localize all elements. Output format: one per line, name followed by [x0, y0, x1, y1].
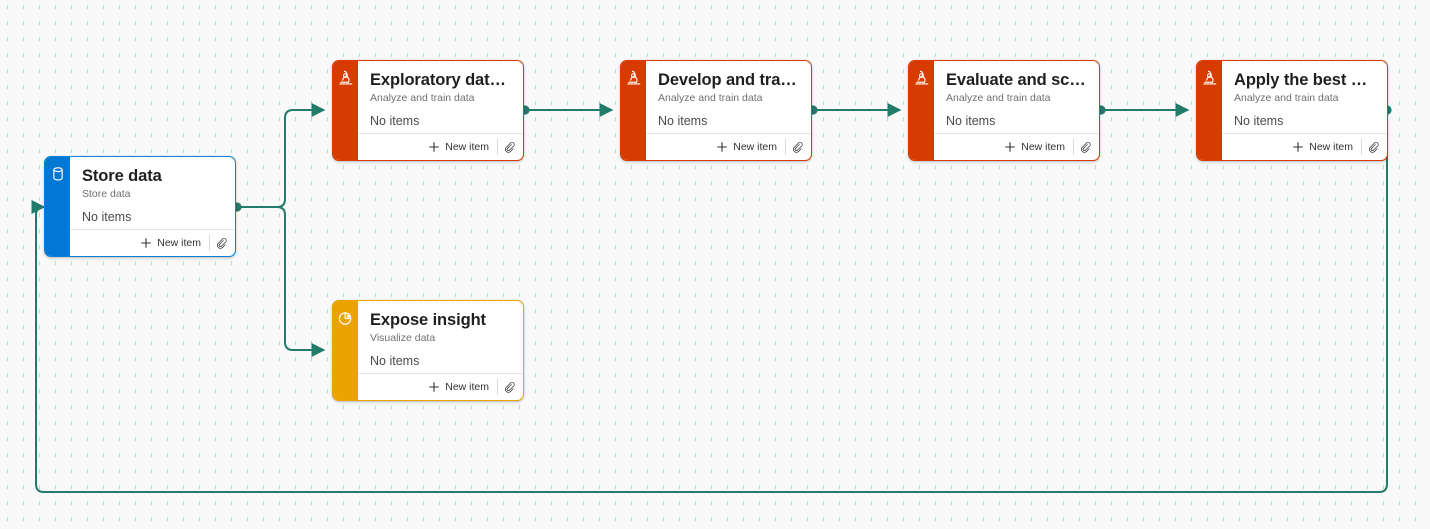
card-title: Store data [82, 167, 162, 185]
new-item-button[interactable]: New item [1286, 135, 1361, 159]
card-title: Develop and train ... [658, 71, 801, 89]
card-title: Apply the best mo... [1234, 71, 1377, 89]
paperclip-icon[interactable] [786, 135, 811, 159]
card-body: Apply the best mo... Analyze and train d… [1222, 61, 1387, 160]
plus-icon [140, 237, 152, 249]
new-item-button[interactable]: New item [710, 135, 785, 159]
paperclip-icon[interactable] [1074, 135, 1099, 159]
card-footer: New item [934, 133, 1099, 160]
card-footer: New item [358, 373, 523, 400]
paperclip-icon[interactable] [498, 135, 523, 159]
new-item-label: New item [445, 381, 489, 393]
database-icon [49, 165, 67, 183]
card-subtitle: Analyze and train data [370, 92, 475, 104]
card-accent-rail [621, 61, 646, 160]
plus-icon [1292, 141, 1304, 153]
footer-divider [209, 235, 210, 251]
card-footer: New item [646, 133, 811, 160]
node-card-develop-and-train[interactable]: Develop and train ... Analyze and train … [620, 60, 812, 161]
card-body: Store data Store data No items New item [70, 157, 235, 256]
card-accent-rail [1197, 61, 1222, 160]
card-accent-rail [333, 61, 358, 160]
new-item-button[interactable]: New item [998, 135, 1073, 159]
card-body: Develop and train ... Analyze and train … [646, 61, 811, 160]
new-item-label: New item [445, 141, 489, 153]
edge-store-to-exploratory [232, 103, 326, 212]
footer-divider [497, 139, 498, 155]
plus-icon [428, 141, 440, 153]
card-subtitle: Analyze and train data [946, 92, 1051, 104]
card-footer: New item [70, 229, 235, 256]
node-card-evaluate-and-score[interactable]: Evaluate and score... Analyze and train … [908, 60, 1100, 161]
card-subtitle: Analyze and train data [658, 92, 763, 104]
card-footer: New item [1222, 133, 1387, 160]
footer-divider [1073, 139, 1074, 155]
microscope-icon [1201, 69, 1219, 87]
paperclip-icon[interactable] [210, 231, 235, 255]
card-accent-rail [333, 301, 358, 400]
microscope-icon [913, 69, 931, 87]
edge-evaluate-to-apply [1096, 103, 1190, 117]
plus-icon [716, 141, 728, 153]
card-accent-rail [909, 61, 934, 160]
footer-divider [1361, 139, 1362, 155]
paperclip-icon[interactable] [498, 375, 523, 399]
footer-divider [785, 139, 786, 155]
plus-icon [1004, 141, 1016, 153]
edge-apply-to-store [31, 105, 1392, 493]
card-title: Expose insight [370, 311, 486, 329]
edge-exploratory-to-develop [520, 103, 614, 117]
edge-develop-to-evaluate [808, 103, 902, 117]
node-card-exploratory-data-analysis[interactable]: Exploratory data a... Analyze and train … [332, 60, 524, 161]
card-accent-rail [45, 157, 70, 256]
new-item-label: New item [1309, 141, 1353, 153]
card-body: Evaluate and score... Analyze and train … [934, 61, 1099, 160]
microscope-icon [337, 69, 355, 87]
card-status: No items [370, 114, 420, 128]
pie-chart-icon [337, 309, 355, 327]
card-body: Exploratory data a... Analyze and train … [358, 61, 523, 160]
card-status: No items [946, 114, 996, 128]
card-status: No items [1234, 114, 1284, 128]
card-subtitle: Analyze and train data [1234, 92, 1339, 104]
card-subtitle: Visualize data [370, 332, 436, 344]
plus-icon [428, 381, 440, 393]
footer-divider [497, 379, 498, 395]
card-subtitle: Store data [82, 188, 131, 200]
edge-store-to-expose [276, 206, 326, 357]
card-footer: New item [358, 133, 523, 160]
card-title: Exploratory data a... [370, 71, 513, 89]
card-status: No items [82, 210, 132, 224]
card-body: Expose insight Visualize data No items N… [358, 301, 523, 400]
microscope-icon [625, 69, 643, 87]
node-card-store-data[interactable]: Store data Store data No items New item [44, 156, 236, 257]
new-item-label: New item [157, 237, 201, 249]
paperclip-icon[interactable] [1362, 135, 1387, 159]
new-item-label: New item [1021, 141, 1065, 153]
card-status: No items [658, 114, 708, 128]
new-item-button[interactable]: New item [422, 375, 497, 399]
new-item-button[interactable]: New item [134, 231, 209, 255]
card-status: No items [370, 354, 420, 368]
new-item-label: New item [733, 141, 777, 153]
node-card-expose-insight[interactable]: Expose insight Visualize data No items N… [332, 300, 524, 401]
card-title: Evaluate and score... [946, 71, 1089, 89]
node-card-apply-the-best-model[interactable]: Apply the best mo... Analyze and train d… [1196, 60, 1388, 161]
new-item-button[interactable]: New item [422, 135, 497, 159]
